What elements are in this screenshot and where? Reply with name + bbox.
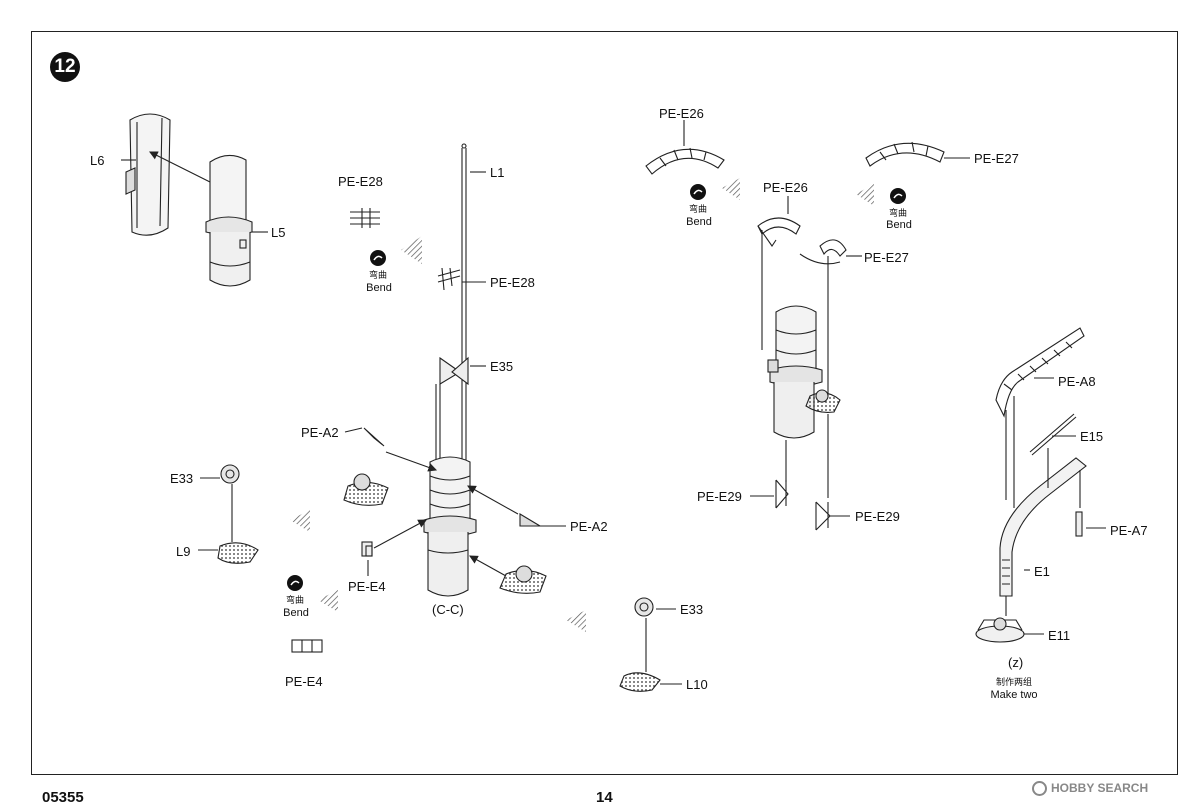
label-pe-a7: PE-A7 — [1110, 523, 1148, 538]
label-pe-a2-right: PE-A2 — [570, 519, 608, 534]
label-l1: L1 — [490, 165, 505, 180]
part-pe-e29-left — [775, 479, 789, 509]
label-pe-a2-left: PE-A2 — [301, 425, 339, 440]
part-e33-l9-mini — [343, 473, 389, 506]
part-pe-e29-right — [815, 501, 831, 531]
label-pe-e29-left: PE-E29 — [697, 489, 742, 504]
bend-caption-zh: 弯曲 — [888, 208, 907, 218]
part-pe-e28 — [437, 267, 486, 291]
part-pe-e28-fret — [350, 208, 380, 228]
part-pe-e4-flat — [291, 639, 323, 653]
bend-caption-zh: 弯曲 — [368, 270, 387, 280]
bend-caption-zh: 弯曲 — [688, 204, 707, 214]
bend-caption-zh: 弯曲 — [285, 595, 304, 605]
label-e15: E15 — [1080, 429, 1104, 444]
part-mast-l1 — [461, 143, 486, 460]
part-e33-left — [220, 464, 240, 484]
bend-arrow-icon — [370, 250, 386, 266]
assembly-direction-arrows — [290, 178, 874, 632]
label-pe-e26-mid: PE-E26 — [763, 180, 808, 195]
section-label-cc: (C-C) — [432, 602, 464, 617]
page-number: 14 — [596, 789, 613, 806]
label-e35: E35 — [490, 359, 514, 374]
part-pe-e4 — [361, 541, 373, 557]
part-e11 — [975, 617, 1025, 643]
watermark-text: HOBBY SEARCH — [1051, 781, 1149, 795]
part-l9 — [217, 542, 259, 564]
part-e33-right — [634, 597, 654, 617]
part-pe-e26-bent — [757, 217, 801, 247]
part-pe-a8 — [995, 327, 1085, 418]
part-cc-column — [423, 456, 477, 597]
part-e33-l10-mini — [499, 565, 547, 594]
bend-arrow-icon — [287, 575, 303, 591]
label-pe-e28-top: PE-E28 — [338, 174, 383, 189]
part-pe-a7 — [1075, 511, 1083, 537]
make-two-zh: 制作两组 — [995, 677, 1032, 687]
label-pe-a8: PE-A8 — [1058, 374, 1096, 389]
label-l9: L9 — [176, 544, 191, 559]
bend-caption-en: Bend — [366, 282, 392, 294]
label-pe-e26-top: PE-E26 — [659, 106, 704, 121]
bend-arrow-icon — [890, 188, 906, 204]
bend-arrow-icon — [690, 184, 706, 200]
part-e1 — [999, 457, 1087, 597]
label-l6: L6 — [90, 153, 105, 168]
label-l5: L5 — [271, 225, 286, 240]
label-pe-e27-mid: PE-E27 — [864, 250, 909, 265]
part-l5 — [205, 154, 253, 287]
step-number-badge: 12 — [50, 52, 80, 82]
instruction-frame — [31, 31, 1178, 775]
watermark: HOBBY SEARCH — [1032, 781, 1149, 797]
section-label-z: (z) — [1008, 655, 1024, 670]
label-pe-e28-mid: PE-E28 — [490, 275, 535, 290]
part-pe-e27-bent — [799, 239, 847, 265]
make-two-en: Make two — [990, 689, 1038, 701]
label-e33-right: E33 — [680, 602, 704, 617]
bend-caption-en: Bend — [686, 216, 712, 228]
label-e33-left: E33 — [170, 471, 194, 486]
label-l10: L10 — [686, 677, 708, 692]
label-e1: E1 — [1034, 564, 1050, 579]
label-pe-e29-right: PE-E29 — [855, 509, 900, 524]
part-l10 — [619, 672, 661, 692]
registered-mark-icon — [1032, 781, 1047, 797]
part-pe-e27-flat — [865, 141, 945, 167]
label-pe-e27-top: PE-E27 — [974, 151, 1019, 166]
part-l6 — [125, 113, 171, 236]
part-e15 — [1029, 413, 1077, 456]
part-e35 — [439, 356, 486, 386]
bend-caption-en: Bend — [886, 219, 912, 231]
label-pe-e4-mid: PE-E4 — [348, 579, 386, 594]
label-e11: E11 — [1048, 628, 1071, 643]
product-code: 05355 — [42, 789, 84, 806]
bend-caption-en: Bend — [283, 607, 309, 619]
label-pe-e4-bottom: PE-E4 — [285, 674, 323, 689]
part-right-tower — [767, 305, 841, 439]
part-pe-e26-flat — [645, 147, 725, 175]
